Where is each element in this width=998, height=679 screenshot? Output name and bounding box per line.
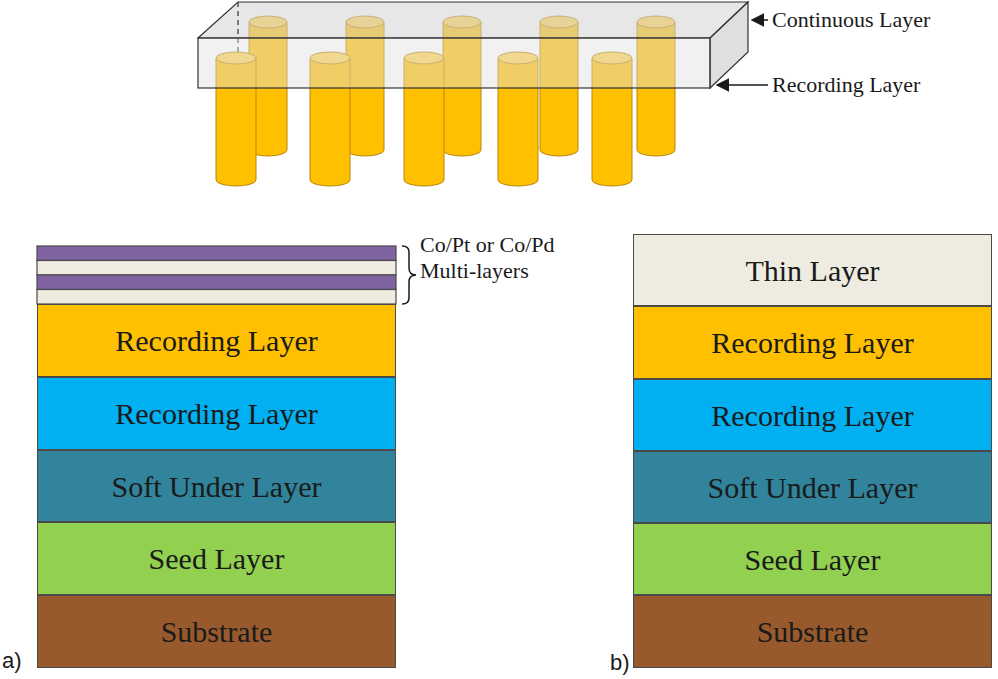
brace	[402, 246, 416, 304]
leader-arrow	[717, 84, 768, 86]
multilayer-stripes	[37, 246, 396, 304]
layer-name: Soft Under Layer	[708, 471, 918, 504]
layer-name: Thin Layer	[745, 254, 879, 287]
layer-name: Recording Layer	[711, 326, 913, 359]
soft-under-layer: Soft Under Layer	[37, 450, 396, 522]
layer-name: Seed Layer	[149, 542, 285, 575]
recording-layer: Recording Layer	[37, 377, 396, 450]
layer-name: Substrate	[757, 615, 869, 648]
layer-name: Recording Layer	[711, 399, 913, 432]
recording-layer: Recording Layer	[37, 304, 396, 377]
multilayer-label: Co/Pt or Co/Pd Multi-layers	[420, 232, 580, 285]
substrate-layer: Substrate	[37, 595, 396, 668]
seed-layer: Seed Layer	[633, 523, 992, 595]
layer-name: Recording Layer	[115, 324, 317, 357]
recording-layer: Recording Layer	[633, 379, 992, 451]
callout-label: Continuous Layer	[772, 7, 992, 33]
continuous-layer-slab	[198, 2, 748, 88]
layer-name: Substrate	[161, 615, 273, 648]
panel-letter: b)	[610, 650, 640, 676]
thin-layer: Thin Layer	[633, 234, 992, 306]
continuous-layer-front	[198, 38, 710, 88]
leader-arrow	[752, 19, 768, 21]
callout-label: Recording Layer	[772, 72, 992, 98]
layer-name: Soft Under Layer	[112, 470, 322, 503]
panel-letter: a)	[2, 648, 32, 674]
layer-name: Recording Layer	[115, 397, 317, 430]
substrate-layer: Substrate	[633, 595, 992, 668]
layer-name: Seed Layer	[745, 543, 881, 576]
seed-layer: Seed Layer	[37, 522, 396, 595]
soft-under-layer: Soft Under Layer	[633, 451, 992, 523]
recording-layer: Recording Layer	[633, 306, 992, 379]
